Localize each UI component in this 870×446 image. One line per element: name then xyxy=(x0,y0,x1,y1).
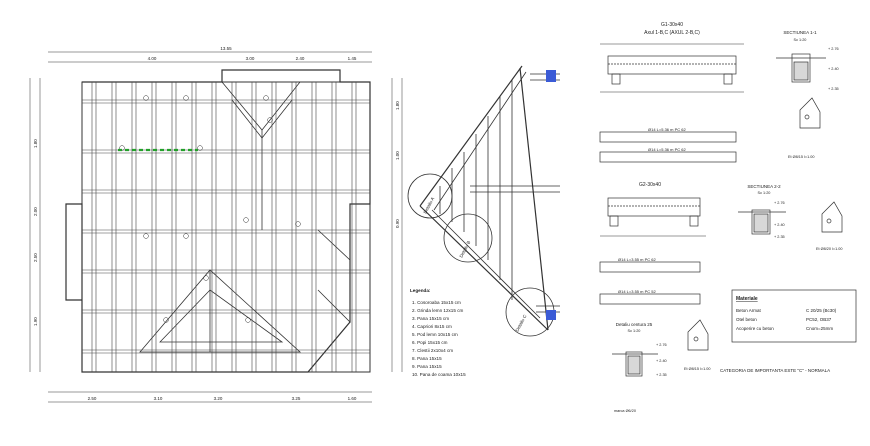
truss-label-b: Detaliu B xyxy=(458,240,471,258)
section-2-level-top: + 2.76 xyxy=(774,201,785,205)
material-value: C 20/25 (Bc30) xyxy=(806,308,837,313)
section-1-scale: Sc 1:20 xyxy=(794,38,807,42)
beam-g1-bar-1: Ø14 L=5.36 m PC 62 xyxy=(648,127,686,132)
detail-scale: Sc 1:20 xyxy=(628,329,641,333)
section-1-level-bot: + 2.35 xyxy=(828,87,839,91)
beam-g2-texts: G2-30x40 Ø14 L=3.55 m PC 62 Ø14 L=3.55 m… xyxy=(618,182,661,294)
plan-dim-bottom-3: 3.20 xyxy=(214,396,223,401)
plan-dim-bottom-2: 3.10 xyxy=(154,396,163,401)
beam-g2-bar-1: Ø14 L=3.55 m PC 62 xyxy=(618,257,656,262)
plan-dim-top-2: 3.00 xyxy=(246,56,255,61)
section-1-level-top: + 2.76 xyxy=(828,47,839,51)
plan-node xyxy=(143,233,149,239)
plan-dim-left-4: 1.90 xyxy=(33,317,38,326)
section-2 xyxy=(738,201,843,235)
section-2-stirrup: Et Ø8/20 l=1.00 xyxy=(816,247,843,251)
beam-g2-title: G2-30x40 xyxy=(639,182,661,188)
plan-dim-left-1: 1.80 xyxy=(33,139,38,148)
detail-texts: Detaliu centura 25 Sc 1:20 + 2.76 + 2.40… xyxy=(614,322,711,413)
section-2-level-bot: + 2.35 xyxy=(774,235,785,239)
plan-node xyxy=(263,95,269,101)
plan-node xyxy=(163,317,169,323)
legend-title: Legenda: xyxy=(410,288,431,293)
legend-item: 10. Pana de coama 10x15 xyxy=(412,372,466,377)
plan-node xyxy=(243,217,249,223)
plan-node xyxy=(143,95,149,101)
plan-dim-top-1: 4.00 xyxy=(148,56,157,61)
detail-level-top: + 2.76 xyxy=(656,343,667,347)
plan-dim-right-2: 1.00 xyxy=(395,151,400,160)
plan-node xyxy=(197,145,203,151)
materials-title: Materiale xyxy=(736,296,758,302)
plan-dim-top-3: 2.40 xyxy=(296,56,305,61)
truss-support-top xyxy=(546,70,556,82)
material-label: Acoperire cu beton xyxy=(736,326,774,331)
plan-node xyxy=(203,275,209,281)
beam-g1-bar-2: Ø14 L=5.36 m PC 62 xyxy=(648,147,686,152)
section-2-level-mid: + 2.40 xyxy=(774,223,785,227)
truss-support-bottom xyxy=(546,310,556,320)
plan-dim-bottom-5: 1.60 xyxy=(348,396,357,401)
detail-level-bot: + 2.35 xyxy=(656,373,667,377)
plan-dimensions: 13.55 4.00 3.00 2.40 1.45 2.50 3.10 3.20… xyxy=(33,46,400,401)
truss-label-c: Detaliu C xyxy=(514,313,527,332)
legend-item: 7. Clestii 2x10x4 cm xyxy=(412,348,453,353)
beam-g1-axis: Axul 1-B,C (AXUL 2-B,C) xyxy=(644,30,700,36)
detail-level-mid: + 2.40 xyxy=(656,359,667,363)
detail-centura xyxy=(612,319,709,377)
section-1-texts: SECTIUNEA 1-1 Sc 1:20 + 2.76 + 2.40 + 2.… xyxy=(783,30,838,159)
beam-g1-texts: G1-30x40 Axul 1-B,C (AXUL 2-B,C) Ø14 L=5… xyxy=(644,22,700,152)
detail-marca: marca Ø6/20 xyxy=(614,409,636,413)
plan-node xyxy=(295,221,301,227)
section-1-title: SECTIUNEA 1-1 xyxy=(783,30,817,35)
plan-node xyxy=(267,117,273,123)
material-label: Otel beton xyxy=(736,317,757,322)
legend-item: 1. Cosoroaba 15x15 cm xyxy=(412,300,461,305)
legend-item: 2. Grinda lemn 12x15 cm xyxy=(412,308,463,313)
beam-g1-title: G1-30x40 xyxy=(661,22,683,28)
roof-rafters xyxy=(91,82,357,372)
plan-dim-right-3: 0.90 xyxy=(395,219,400,228)
legend-item: 6. Popi 15x15 cm xyxy=(412,340,448,345)
plan-node xyxy=(183,95,189,101)
section-1-level-mid: + 2.40 xyxy=(828,67,839,71)
material-value: Cnom=25mm xyxy=(806,326,833,331)
section-2-texts: SECTIUNEA 2-2 Sc 1:20 + 2.76 + 2.40 + 2.… xyxy=(747,184,842,251)
section-2-scale: Sc 1:20 xyxy=(758,191,771,195)
plan-dim-left-3: 2.50 xyxy=(33,253,38,262)
material-label: Beton Armat xyxy=(736,308,762,313)
plan-dim-bottom-4: 3.25 xyxy=(292,396,301,401)
material-value: PC52, OB37 xyxy=(806,317,832,322)
legend-item: 5. Pod lemn 10x15 cm xyxy=(412,332,458,337)
importance-footnote: CATEGORIA DE IMPORTANTA ESTE "C" - NORMA… xyxy=(720,368,830,373)
section-1 xyxy=(776,53,826,129)
plan-dim-total: 13.55 xyxy=(220,46,232,51)
section-2-title: SECTIUNEA 2-2 xyxy=(747,184,781,189)
section-1-stirrup: Et Ø8/15 l=1.00 xyxy=(788,155,815,159)
legend-item: 8. Pana 15x15 xyxy=(412,356,442,361)
plan-node-markers xyxy=(119,95,301,323)
detail-title: Detaliu centura 25 xyxy=(616,322,653,327)
plan-dim-bottom-1: 2.50 xyxy=(88,396,97,401)
beam-g2 xyxy=(599,197,706,305)
legend-item: 9. Pana 15x15 xyxy=(412,364,442,369)
detail-stirrup: Et Ø8/15 l=1.00 xyxy=(684,367,711,371)
beam-g1 xyxy=(599,43,744,163)
plan-node xyxy=(245,317,251,323)
plan-node xyxy=(183,233,189,239)
roof-purlins xyxy=(82,99,370,354)
legend-item: 4. Capriori 8x15 cm xyxy=(412,324,452,329)
plan-dim-left-2: 2.00 xyxy=(33,207,38,216)
legend: Legenda: 1. Cosoroaba 15x15 cm 2. Grinda … xyxy=(410,288,466,377)
plan-dim-top-4: 1.45 xyxy=(348,56,357,61)
beam-g2-bar-2: Ø14 L=3.55 m PC 52 xyxy=(618,289,656,294)
materials-table: Materiale Beton Armat C 20/25 (Bc30) Otel … xyxy=(731,289,857,343)
legend-item: 3. Pana 15x15 cm xyxy=(412,316,449,321)
plan-dim-right-1: 1.80 xyxy=(395,101,400,110)
roof-plan xyxy=(29,51,403,403)
